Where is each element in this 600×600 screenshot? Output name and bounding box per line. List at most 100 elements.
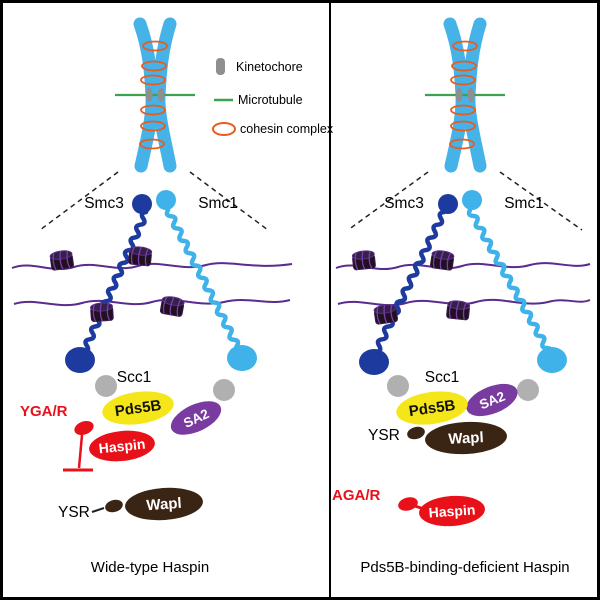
wapl-ellipse <box>125 487 203 521</box>
pds5b-group: Pds5B <box>396 391 468 425</box>
scc1-label: Scc1 <box>117 369 151 386</box>
pds5b-ellipse <box>102 391 174 425</box>
haspin-label: Haspin <box>98 436 146 457</box>
nucleosome-icon <box>48 248 75 272</box>
left-panel: Smc3 Smc1 Scc1 SA2 Pds5B <box>11 17 293 576</box>
zoom-dashed-line <box>347 171 429 231</box>
cohesin-ring-icon <box>450 120 476 132</box>
legend-item: Kinetochore <box>216 58 303 75</box>
kinetochore-icon <box>145 88 153 102</box>
cohesin-ring-icon <box>140 120 166 132</box>
smc1-head <box>156 190 176 210</box>
wapl-anchor-ellipse <box>105 499 123 513</box>
smc1-head <box>462 190 482 210</box>
cohesin-ring-icon <box>141 60 167 72</box>
haspin-motif-ellipse <box>398 497 418 511</box>
pds5b-label: Pds5B <box>408 397 457 420</box>
cohesin-rings <box>139 40 168 150</box>
cohesin-ring-icon <box>450 104 476 116</box>
smc3-coil <box>373 209 447 355</box>
sa2-ellipse <box>466 383 518 417</box>
smc1-coil <box>466 207 554 357</box>
pds5b-ellipse <box>396 391 468 425</box>
wapl-ellipse <box>425 421 507 455</box>
nucleosome-icon <box>89 301 115 323</box>
smc1-foot <box>537 347 567 373</box>
scc1-node <box>517 379 539 401</box>
cohesin-ring-icon <box>451 60 477 72</box>
legend-item: Microtubule <box>214 93 303 107</box>
pds5b-group: Pds5B <box>102 391 174 425</box>
smc1-coil <box>164 207 243 355</box>
cohesin-ring-icon <box>139 138 165 150</box>
haspin-motif-label: AGA/R <box>332 487 381 504</box>
nucleosome-icon <box>445 299 471 321</box>
zoom-dashed-line <box>499 171 583 231</box>
wapl-group: Wapl <box>125 487 203 521</box>
cohesin-ring-icon <box>449 138 475 150</box>
pds5b-label: Pds5B <box>114 397 163 420</box>
legend-item: cohesin complex <box>212 122 334 136</box>
nucleosome-icon <box>372 302 399 326</box>
haspin-group: Haspin <box>419 495 485 527</box>
zoom-dashed-line <box>189 171 269 231</box>
wapl-anchor-ellipse <box>407 426 425 440</box>
nucleosome-icon <box>351 249 377 271</box>
zoom-dashed-line <box>39 171 119 231</box>
wapl-label: Wapl <box>146 495 182 514</box>
legend-label: Microtubule <box>238 93 303 107</box>
kinetochore-icon <box>157 88 165 102</box>
scc1-node <box>95 375 117 397</box>
smc3-head <box>438 194 458 214</box>
smc3-label: Smc3 <box>84 195 124 212</box>
sa2-group: SA2 <box>466 383 518 417</box>
haspin-group: Haspin <box>89 430 155 462</box>
right-caption: Pds5B-binding-deficient Haspin <box>360 559 569 576</box>
scc1-node <box>213 379 235 401</box>
smc3-coil <box>81 209 149 355</box>
haspin-label: Haspin <box>428 501 476 520</box>
smc3-foot <box>65 347 95 373</box>
haspin-motif-ellipse <box>74 420 94 436</box>
right-panel: Smc3 Smc1 Scc1 SA2 Pds5B <box>332 17 591 576</box>
wapl-label: Wapl <box>448 429 484 448</box>
cohesin-ring-icon <box>140 104 166 116</box>
dna-strand <box>13 298 291 307</box>
chromosome <box>115 17 195 173</box>
smc1-foot <box>227 345 257 371</box>
nucleosome-icon <box>127 245 153 267</box>
ysr-label: YSR <box>58 504 90 521</box>
wapl-group: Wapl <box>425 421 507 455</box>
smc3-label: Smc3 <box>384 195 424 212</box>
left-caption: Wide-type Haspin <box>91 559 209 576</box>
cohesin-ring-icon <box>452 40 478 52</box>
smc3-head <box>132 194 152 214</box>
nucleosome-icon <box>429 248 456 272</box>
scc1-node <box>387 375 409 397</box>
kinetochore-icon <box>455 88 463 102</box>
dna-strand <box>335 262 591 271</box>
ysr-label: YSR <box>368 427 400 444</box>
chromosome <box>425 17 505 173</box>
scc1-label: Scc1 <box>425 369 459 386</box>
inhibition-line <box>77 434 84 469</box>
sa2-group: SA2 <box>170 401 222 435</box>
haspin-ellipse <box>419 495 485 527</box>
cohesin-ring-icon <box>142 40 168 52</box>
cohesin-ring-icon <box>450 74 476 86</box>
sa2-ellipse <box>170 401 222 435</box>
cohesin-rings <box>449 40 478 150</box>
legend: Kinetochore Microtubule cohesin complex <box>212 58 334 136</box>
legend-label: Kinetochore <box>236 60 303 74</box>
cohesin-ring-icon <box>140 74 166 86</box>
ysr-connector <box>91 507 105 513</box>
smc1-label: Smc1 <box>504 195 544 212</box>
smc3-foot <box>359 349 389 375</box>
legend-cohesin-icon <box>212 122 236 136</box>
legend-kinetochore-icon <box>216 58 225 75</box>
haspin-ellipse <box>89 430 155 462</box>
smc1-label: Smc1 <box>198 195 238 212</box>
